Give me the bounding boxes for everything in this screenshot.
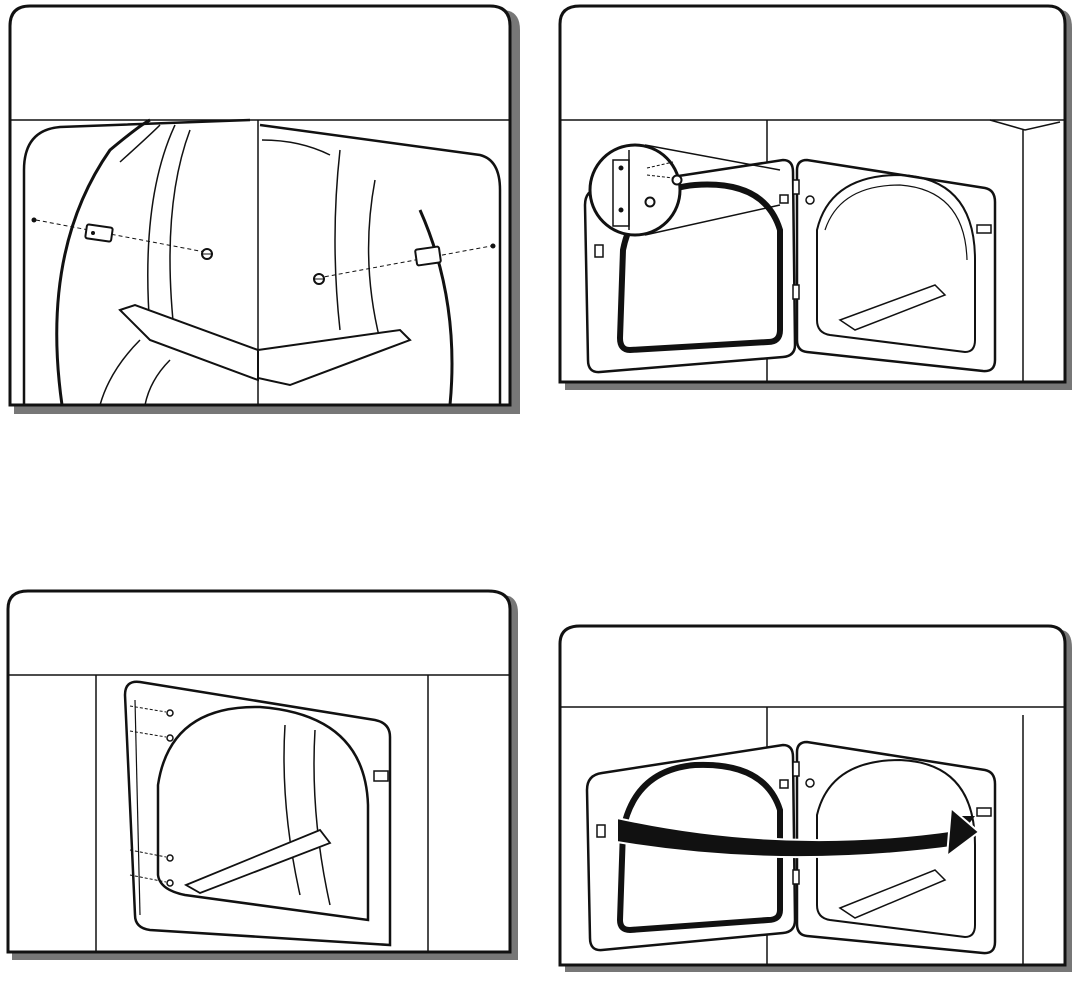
cabinet-opening [125,682,390,945]
hinge-screw-icon [646,198,655,207]
panel-hinge-removal [555,0,1082,400]
hinge-screw-icon [673,176,682,185]
panel-door-swing [555,620,1082,980]
screw-right-icon [314,274,324,284]
panel-strike-plate [0,0,530,425]
strike-plate-icon [85,224,113,241]
panel-screw-holes [0,585,530,970]
dryer-opening-right [793,160,995,371]
strike-plate-right-icon [415,246,441,265]
dryer-top-panel [10,6,510,405]
screw-icon [202,249,212,259]
